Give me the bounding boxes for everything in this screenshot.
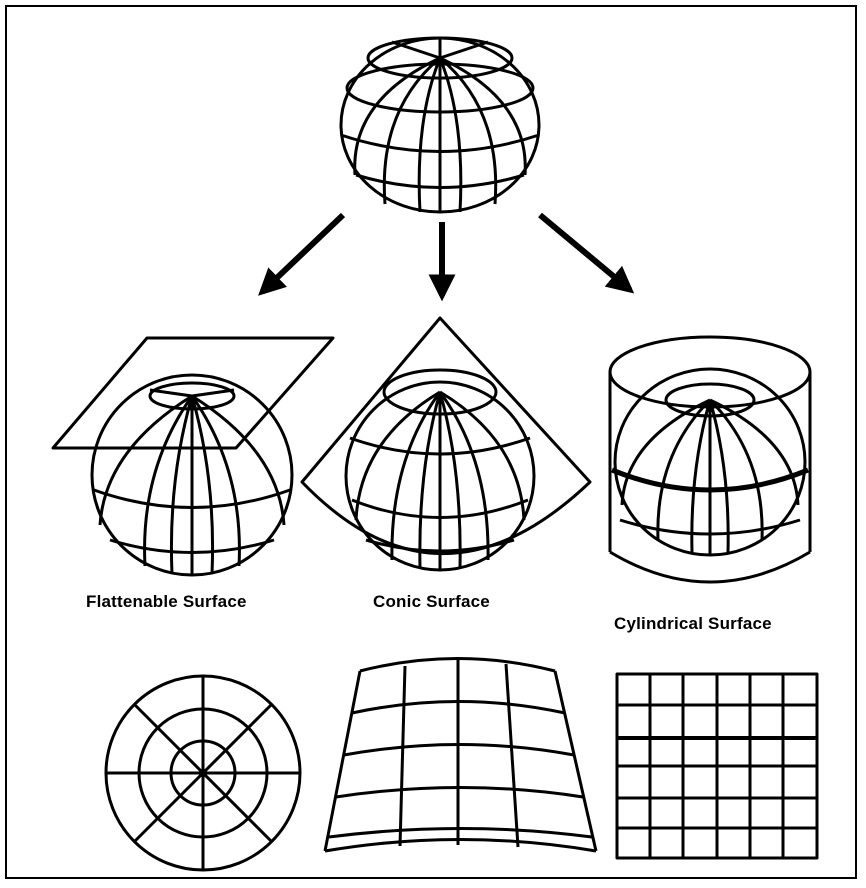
conic-projection-model [302, 318, 590, 570]
projection-arrows [262, 215, 630, 296]
azimuthal-flat-map [106, 676, 300, 870]
conic-flat-map [325, 659, 596, 852]
arrow-to-cylinder [540, 215, 630, 290]
cylindrical-flat-map [617, 674, 817, 858]
source-globe [341, 38, 539, 212]
cylindrical-surface-label: Cylindrical Surface [614, 614, 772, 634]
cylindrical-projection-model [610, 337, 810, 582]
planar-surface-label: Flattenable Surface [86, 592, 247, 612]
conic-surface-label: Conic Surface [373, 592, 490, 612]
planar-projection-model [53, 338, 333, 575]
arrow-to-plane [262, 215, 343, 292]
